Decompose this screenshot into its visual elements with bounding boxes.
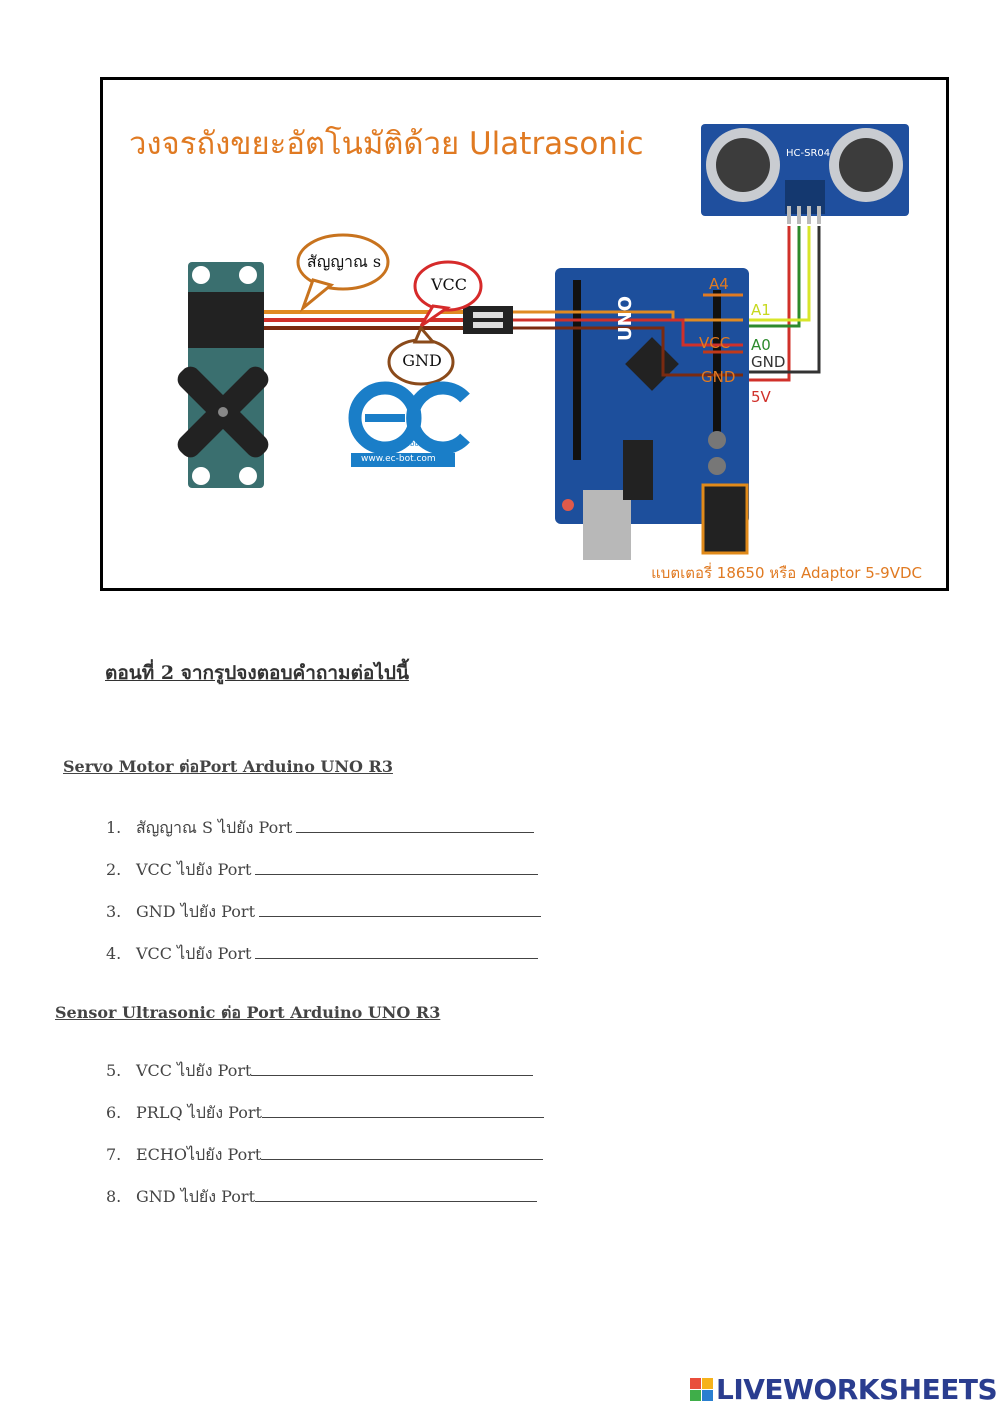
answer-blank-4[interactable] xyxy=(255,944,539,959)
ultrasonic-sensor-image xyxy=(701,124,909,224)
question-3: 3. GND ไปยัง Port xyxy=(106,900,541,925)
question-text: ECHOไปยัง Port xyxy=(136,1145,262,1164)
servo-motor-image xyxy=(177,262,269,488)
section-title: ตอนที่ 2 จากรูปจงตอบคำถามต่อไปนี้ xyxy=(105,662,409,684)
pin-label-5v: 5V xyxy=(751,388,771,406)
answer-blank-5[interactable] xyxy=(251,1061,534,1076)
question-6: 6. PRLQ ไปยัง Port xyxy=(106,1101,544,1126)
question-number: 3. xyxy=(106,902,122,921)
board-model-label: UNO xyxy=(614,296,636,341)
gnd-bubble-label: GND xyxy=(402,351,442,370)
question-number: 1. xyxy=(106,818,122,837)
arduino-board-image xyxy=(555,268,749,560)
question-text: GND ไปยัง Port xyxy=(136,1187,255,1206)
answer-blank-6[interactable] xyxy=(261,1103,544,1118)
pin-label-a1: A1 xyxy=(751,301,771,319)
question-number: 8. xyxy=(106,1187,122,1206)
question-5: 5. VCC ไปยัง Port xyxy=(106,1059,534,1084)
question-number: 2. xyxy=(106,860,122,879)
question-number: 4. xyxy=(106,944,122,963)
logo-grid-icon xyxy=(690,1377,713,1401)
sensor-model-label: HC-SR04 xyxy=(786,148,831,159)
question-7: 7. ECHOไปยัง Port xyxy=(106,1143,544,1168)
question-4: 4. VCC ไปยัง Port xyxy=(106,942,539,967)
wire-connector xyxy=(463,306,513,334)
question-number: 6. xyxy=(106,1103,122,1122)
pin-label-gnd: GND xyxy=(751,353,786,371)
servo-heading: Servo Motor ต่อPort Arduino UNO R3 xyxy=(63,757,393,776)
ec-logo-image xyxy=(348,381,470,467)
signal-bubble-label: สัญญาณ s xyxy=(306,252,382,271)
logo-url: www.ec-bot.com xyxy=(361,454,436,464)
answer-blank-1[interactable] xyxy=(296,818,535,833)
vcc-bubble-label: VCC xyxy=(430,275,468,294)
sensor-heading: Sensor Ultrasonic ต่อ Port Arduino UNO R… xyxy=(55,1003,441,1022)
pin-label-vcc: VCC xyxy=(699,334,731,352)
answer-blank-7[interactable] xyxy=(261,1145,544,1160)
liveworksheets-logo: LIVEWORKSHEETS xyxy=(690,1372,998,1406)
question-text: VCC ไปยัง Port xyxy=(136,1061,252,1080)
question-text: PRLQ ไปยัง Port xyxy=(136,1103,262,1122)
answer-blank-2[interactable] xyxy=(255,860,539,875)
diagram-title: วงจรถังขยะอัตโนมัติด้วย Ulatrasonic xyxy=(129,126,644,162)
question-text: VCC ไปยัง Port xyxy=(136,944,252,963)
question-number: 5. xyxy=(106,1061,122,1080)
answer-blank-8[interactable] xyxy=(255,1187,537,1202)
question-8: 8. GND ไปยัง Port xyxy=(106,1185,537,1210)
pin-label-gnd-board: GND xyxy=(701,368,736,386)
question-text: สัญญาณ S ไปยัง Port xyxy=(136,818,293,837)
answer-blank-3[interactable] xyxy=(259,902,541,917)
question-1: 1. สัญญาณ S ไปยัง Port xyxy=(106,816,535,841)
question-text: GND ไปยัง Port xyxy=(136,902,255,921)
pin-label-a0: A0 xyxy=(751,336,771,354)
diagram-caption: แบตเตอรี่ 18650 หรือ Adaptor 5-9VDC xyxy=(651,564,922,582)
circuit-diagram: วงจรถังขยะอัตโนมัติด้วย Ulatrasonic สัญญ… xyxy=(100,77,949,591)
brand-name: LIVEWORKSHEETS xyxy=(716,1372,998,1406)
logo-tagline: elec and robot kit xyxy=(371,440,433,448)
question-text: VCC ไปยัง Port xyxy=(136,860,252,879)
question-number: 7. xyxy=(106,1145,122,1164)
circuit-drawing xyxy=(177,124,909,560)
pin-label-a4: A4 xyxy=(709,275,729,293)
question-2: 2. VCC ไปยัง Port xyxy=(106,858,539,883)
